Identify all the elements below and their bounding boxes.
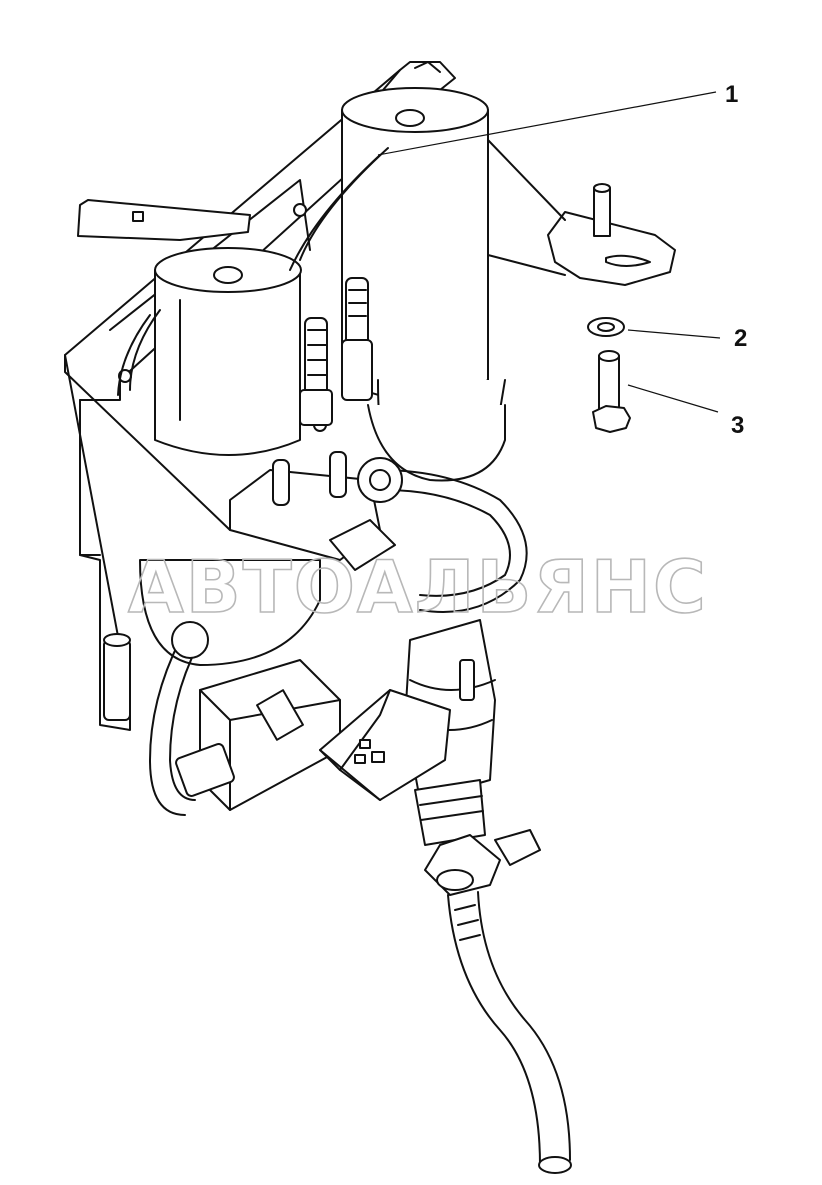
mounting-tab <box>487 139 676 286</box>
drain-hose <box>447 891 572 1174</box>
bolt-part <box>592 350 631 433</box>
upper-hoses <box>117 147 389 396</box>
leader-line-1 <box>377 91 717 156</box>
leader-line-2 <box>627 329 721 339</box>
washer-part <box>587 317 625 337</box>
fittings-top <box>299 277 373 426</box>
leader-lines <box>377 91 721 413</box>
watermark-text: АВТОАЛЬЯНС <box>128 545 708 629</box>
callout-3: 3 <box>731 412 744 439</box>
sensor-box <box>319 689 451 801</box>
leader-line-3 <box>627 384 719 413</box>
strap-arm <box>77 199 251 241</box>
callout-2: 2 <box>734 325 747 352</box>
hose-loop-right <box>329 457 528 613</box>
hose-lower-left <box>103 621 235 816</box>
outlet-fitting <box>424 829 541 896</box>
callout-1: 1 <box>725 81 738 108</box>
filter-canister-small <box>154 247 302 456</box>
